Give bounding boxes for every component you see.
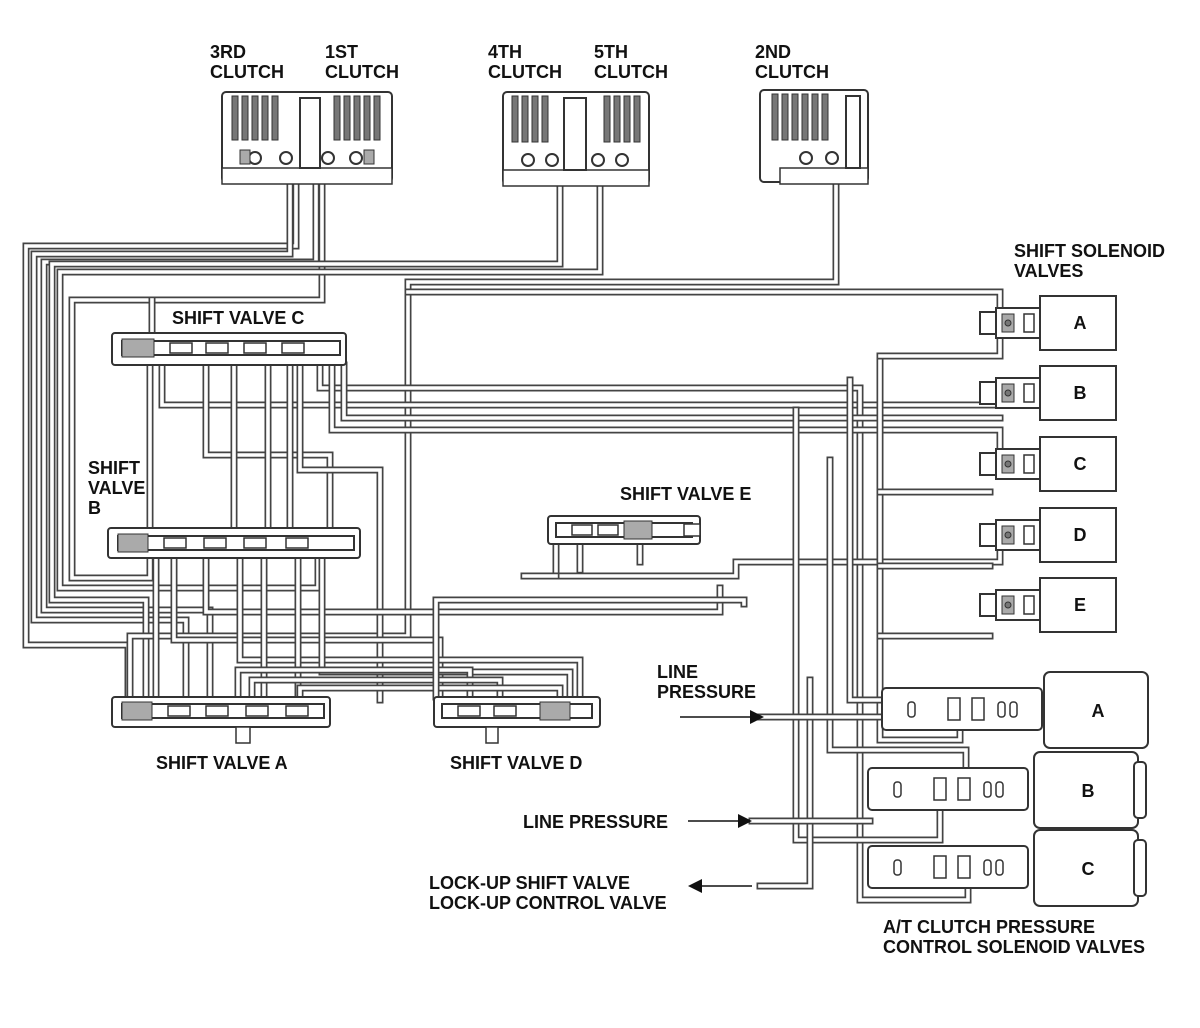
passage-39 [756,676,814,890]
clutch-3rd-label-1: 3RD [210,42,246,62]
passage-14 [296,361,384,704]
pressure-solenoid-b: B [867,751,1147,829]
shift-valve-c-body [111,332,347,366]
shift-valve-a-body [111,696,331,744]
line-pressure-lower-arrow [688,814,752,828]
pressure-solenoid-c: C [867,829,1147,907]
pressure-solenoid-label-c: C [1082,859,1095,879]
passage-34 [876,352,964,744]
clutch-pack-4th-5th [502,91,650,187]
passage-31 [432,596,748,701]
clutch-1st-label-2: CLUTCH [325,62,399,82]
shift-solenoid-title-2: VALVES [1014,261,1083,281]
shift-valve-d-body [433,696,601,744]
passage-45 [876,336,1004,360]
passage-7 [126,180,840,704]
clutch-plates-5th [603,95,641,143]
shift-valve-b-label-3: B [88,498,101,518]
clutch-4th-label-1: 4TH [488,42,522,62]
shift-solenoid-c: C [979,436,1117,492]
pressure-solenoid-title-1: A/T CLUTCH PRESSURE [883,917,1095,937]
shift-valve-d-label: SHIFT VALVE D [450,753,582,773]
pressure-solenoid-title-2: CONTROL SOLENOID VALVES [883,937,1145,957]
lockup-output-arrow [688,879,752,893]
shift-solenoid-b: B [979,365,1117,421]
clutch-pack-3rd-1st [221,91,393,185]
shift-solenoid-label-b: B [1074,383,1087,403]
clutch-5th-label-2: CLUTCH [594,62,668,82]
clutch-pack-2nd [759,89,869,185]
shift-solenoid-label-d: D [1074,525,1087,545]
pressure-solenoid-label-a: A [1092,701,1105,721]
pressure-solenoid-a: A [881,671,1149,749]
clutch-plates-3rd [231,95,279,141]
clutch-4th-label-2: CLUTCH [488,62,562,82]
clutch-1st-label-1: 1ST [325,42,358,62]
clutch-3rd-label-2: CLUTCH [210,62,284,82]
shift-valve-b-label-1: SHIFT [88,458,140,478]
passage-16 [328,361,1004,466]
shift-valve-b-label-2: VALVE [88,478,145,498]
shift-solenoid-label-c: C [1074,454,1087,474]
clutch-plates-4th [511,95,549,143]
passage-44 [404,288,1004,312]
passage-5 [48,182,564,704]
shift-valve-b-body [107,527,361,559]
shift-solenoid-a: A [979,295,1117,351]
shift-solenoid-valves: A B C D E [979,295,1117,633]
pressure-control-solenoid-valves: A B C [867,671,1149,907]
shift-solenoid-label-e: E [1074,595,1086,615]
lockup-label-1: LOCK-UP SHIFT VALVE [429,873,630,893]
passage-15 [316,361,972,904]
shift-solenoid-title-1: SHIFT SOLENOID [1014,241,1165,261]
shift-solenoid-label-a: A [1074,313,1087,333]
shift-solenoid-e: E [979,577,1117,633]
pressure-solenoid-label-b: B [1082,781,1095,801]
labels: 3RD CLUTCH 1ST CLUTCH 4TH CLUTCH 5TH CLU… [88,42,1165,957]
passage-22 [236,554,584,704]
passage-3 [68,178,326,582]
clutch-plates-2nd [771,93,829,141]
passage-29 [552,530,1004,580]
passage-6 [56,182,604,592]
line-pressure-lower-label: LINE PRESSURE [523,812,668,832]
hydraulic-passages [22,178,1004,904]
shift-valve-e-label: SHIFT VALVE E [620,484,751,504]
shift-valve-a-label: SHIFT VALVE A [156,753,288,773]
passage-17 [340,361,1004,422]
shift-valve-c-label: SHIFT VALVE C [172,308,304,328]
passage-4 [40,178,320,704]
lockup-label-2: LOCK-UP CONTROL VALVE [429,893,667,913]
clutch-plates-1st [333,95,381,141]
shift-valve-e-body [547,515,701,545]
clutch-5th-label-1: 5TH [594,42,628,62]
passage-28 [296,684,564,701]
clutch-2nd-label-1: 2ND [755,42,791,62]
line-pressure-upper-arrow [680,710,764,724]
line-pressure-upper-label-2: PRESSURE [657,682,756,702]
line-pressure-upper-label-1: LINE [657,662,698,682]
shift-solenoid-d: D [979,507,1117,563]
passage-38 [792,406,944,844]
clutch-2nd-label-2: CLUTCH [755,62,829,82]
